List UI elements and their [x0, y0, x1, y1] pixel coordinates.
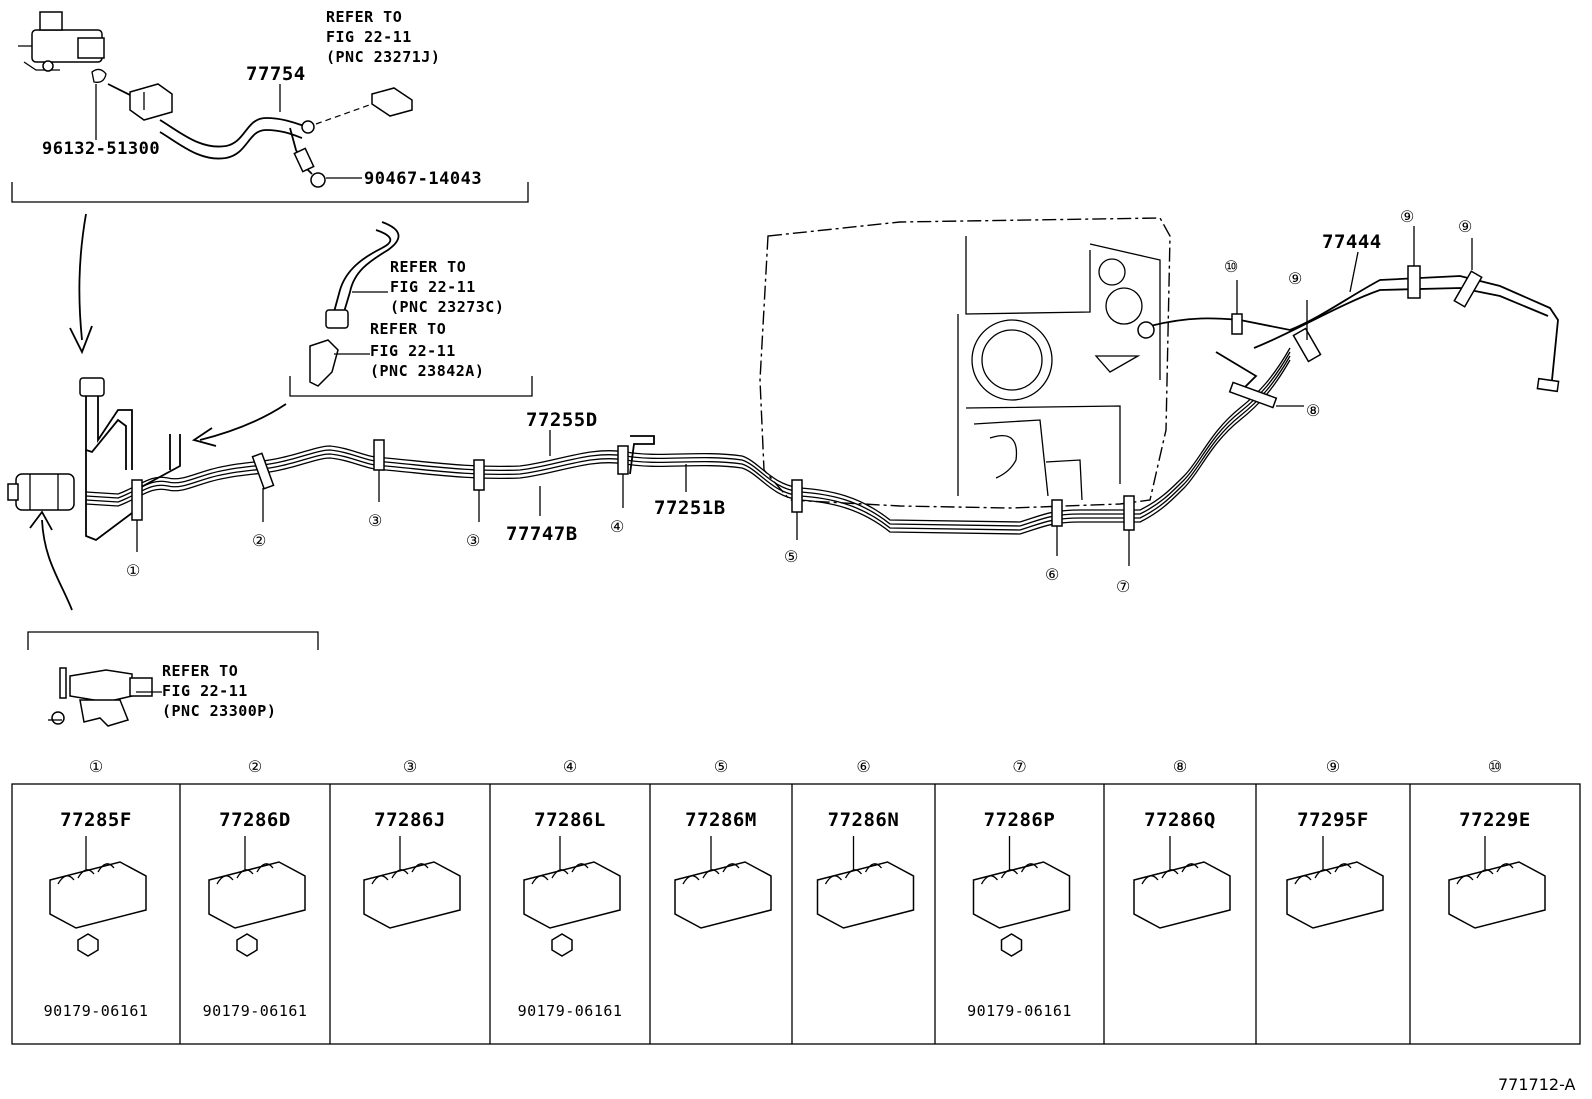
legend-sub-part-number: 90179-06161	[203, 1002, 308, 1020]
legend-number: ⑤	[714, 757, 728, 776]
refer-23271j-line3: (PNC 23271J)	[326, 48, 440, 66]
clamp-marker-5: ⑤	[784, 547, 798, 566]
clamp-markers: ① ② ③ ③ ④ ⑤ ⑥ ⑦ ⑧ ⑨ ⑨ ⑨ ⑩	[126, 207, 1472, 596]
legend-part-number: 77286N	[828, 809, 900, 831]
legend-part-number: 77286J	[374, 809, 446, 831]
connector-23842a-drawing	[309, 339, 339, 387]
legend-number: ①	[89, 757, 103, 776]
legend-part-number: 77286L	[534, 809, 606, 831]
clamp-marker-9a: ⑨	[1288, 269, 1302, 288]
mid-detail: REFER TO FIG 22-11 (PNC 23273C) REFER TO…	[289, 221, 533, 397]
nut-drawing	[551, 933, 573, 957]
part-96132-51300-label: 96132-51300	[42, 139, 160, 159]
refer-23273c-line1: REFER TO	[390, 258, 466, 276]
legend-sub-part-number: 90179-06161	[967, 1002, 1072, 1020]
part-77444-label: 77444	[1322, 231, 1382, 253]
part-90467-14043-label: 90467-14043	[364, 169, 482, 189]
left-components	[7, 377, 655, 542]
clamp-marker-2: ②	[252, 531, 266, 550]
clamp-marker-9c: ⑨	[1458, 217, 1472, 236]
bottom-detail-bracket	[27, 631, 319, 650]
refer-23271j-line2: FIG 22-11	[326, 28, 412, 46]
part-77754-label: 77754	[246, 63, 306, 85]
legend-part-number: 77286P	[984, 809, 1056, 831]
legend-number: ⑦	[1012, 757, 1026, 776]
figure-id: 771712-A	[1498, 1075, 1576, 1094]
clamp-legend: ① 77285F 90179-06161 ② 77286D 90179-06161 ③ 772…	[11, 757, 1581, 1045]
clamp-marker-9b: ⑨	[1400, 207, 1414, 226]
legend-part-number: 77285F	[60, 809, 132, 831]
mid-detail-bracket	[289, 376, 533, 397]
legend-frame	[11, 783, 1581, 1045]
bottom-detail: REFER TO FIG 22-11 (PNC 23300P)	[27, 631, 319, 727]
hose-clip-drawing	[91, 68, 107, 83]
detail-arrows	[29, 213, 287, 611]
legend-part-number: 77286Q	[1144, 809, 1216, 831]
clamp-marker-3b: ③	[466, 531, 480, 550]
legend-number: ③	[403, 757, 417, 776]
canister-drawing	[15, 473, 75, 511]
refer-23842a-line1: REFER TO	[370, 320, 446, 338]
clamp-drawing	[208, 861, 306, 929]
leader-lines	[136, 226, 1473, 566]
part-77255d-label: 77255D	[526, 409, 598, 431]
top-detail-bracket	[11, 182, 529, 203]
legend-number: ⑨	[1326, 757, 1340, 776]
legend-sub-part-number: 90179-06161	[44, 1002, 149, 1020]
refer-23842a-line3: (PNC 23842A)	[370, 362, 484, 380]
legend-number: ⑩	[1488, 757, 1502, 776]
clamp-marker-7: ⑦	[1116, 577, 1130, 596]
legend-number: ⑥	[856, 757, 870, 776]
clamp-drawing	[363, 861, 461, 929]
legend-part-number: 77295F	[1297, 809, 1369, 831]
clamp-marker-1: ①	[126, 561, 140, 580]
vapor-filter-drawing	[107, 83, 173, 121]
clamp-drawing	[1448, 861, 1546, 929]
part-77251b-label: 77251B	[654, 497, 726, 519]
legend-part-number: 77286D	[219, 809, 291, 831]
part-77747b-label: 77747B	[506, 523, 578, 545]
legend-number: ④	[563, 757, 577, 776]
clip-23271j-drawing	[371, 87, 413, 117]
connector-23273c-drawing	[325, 309, 349, 329]
refer-23273c-line3: (PNC 23273C)	[390, 298, 504, 316]
clamp-drawing	[49, 861, 147, 929]
vsv-valve-drawing	[18, 11, 105, 72]
clamp-drawing	[1286, 861, 1384, 929]
refer-23842a-line2: FIG 22-11	[370, 342, 456, 360]
clamp-drawing	[674, 861, 772, 929]
bundle-clamps	[131, 265, 1483, 531]
refer-23300p-line3: (PNC 23300P)	[162, 702, 276, 720]
legend-sub-part-number: 90179-06161	[518, 1002, 623, 1020]
clamp-marker-4: ④	[610, 517, 624, 536]
clamp-marker-8: ⑧	[1306, 401, 1320, 420]
top-detail: 77754 96132-51300 90467-14043 REFER TO F…	[11, 8, 529, 203]
clamp-marker-6: ⑥	[1045, 565, 1059, 584]
clamp-drawing	[523, 861, 621, 929]
nut-drawing	[1000, 933, 1023, 957]
vsv-23300p-drawing	[48, 667, 153, 727]
refer-23273c-line2: FIG 22-11	[390, 278, 476, 296]
clamp-drawing	[972, 861, 1071, 929]
nut-drawing	[236, 933, 258, 957]
legend-number: ②	[248, 757, 262, 776]
clamp-marker-3a: ③	[368, 511, 382, 530]
refer-23300p-line1: REFER TO	[162, 662, 238, 680]
main-pipe-bundle	[85, 347, 1291, 523]
pipe-77444	[1137, 275, 1560, 393]
legend-number: ⑧	[1173, 757, 1187, 776]
legend-part-number: 77286M	[685, 809, 757, 831]
clamp-drawing	[816, 861, 915, 929]
clamp-drawing	[1133, 861, 1231, 929]
refer-23300p-line2: FIG 22-11	[162, 682, 248, 700]
legend-part-number: 77229E	[1459, 809, 1531, 831]
refer-23271j-line1: REFER TO	[326, 8, 402, 26]
fuel-tank-outline	[759, 217, 1171, 509]
nut-drawing	[77, 933, 99, 957]
clamp-marker-10: ⑩	[1224, 257, 1238, 276]
hose-clamp-drawing	[310, 172, 326, 188]
